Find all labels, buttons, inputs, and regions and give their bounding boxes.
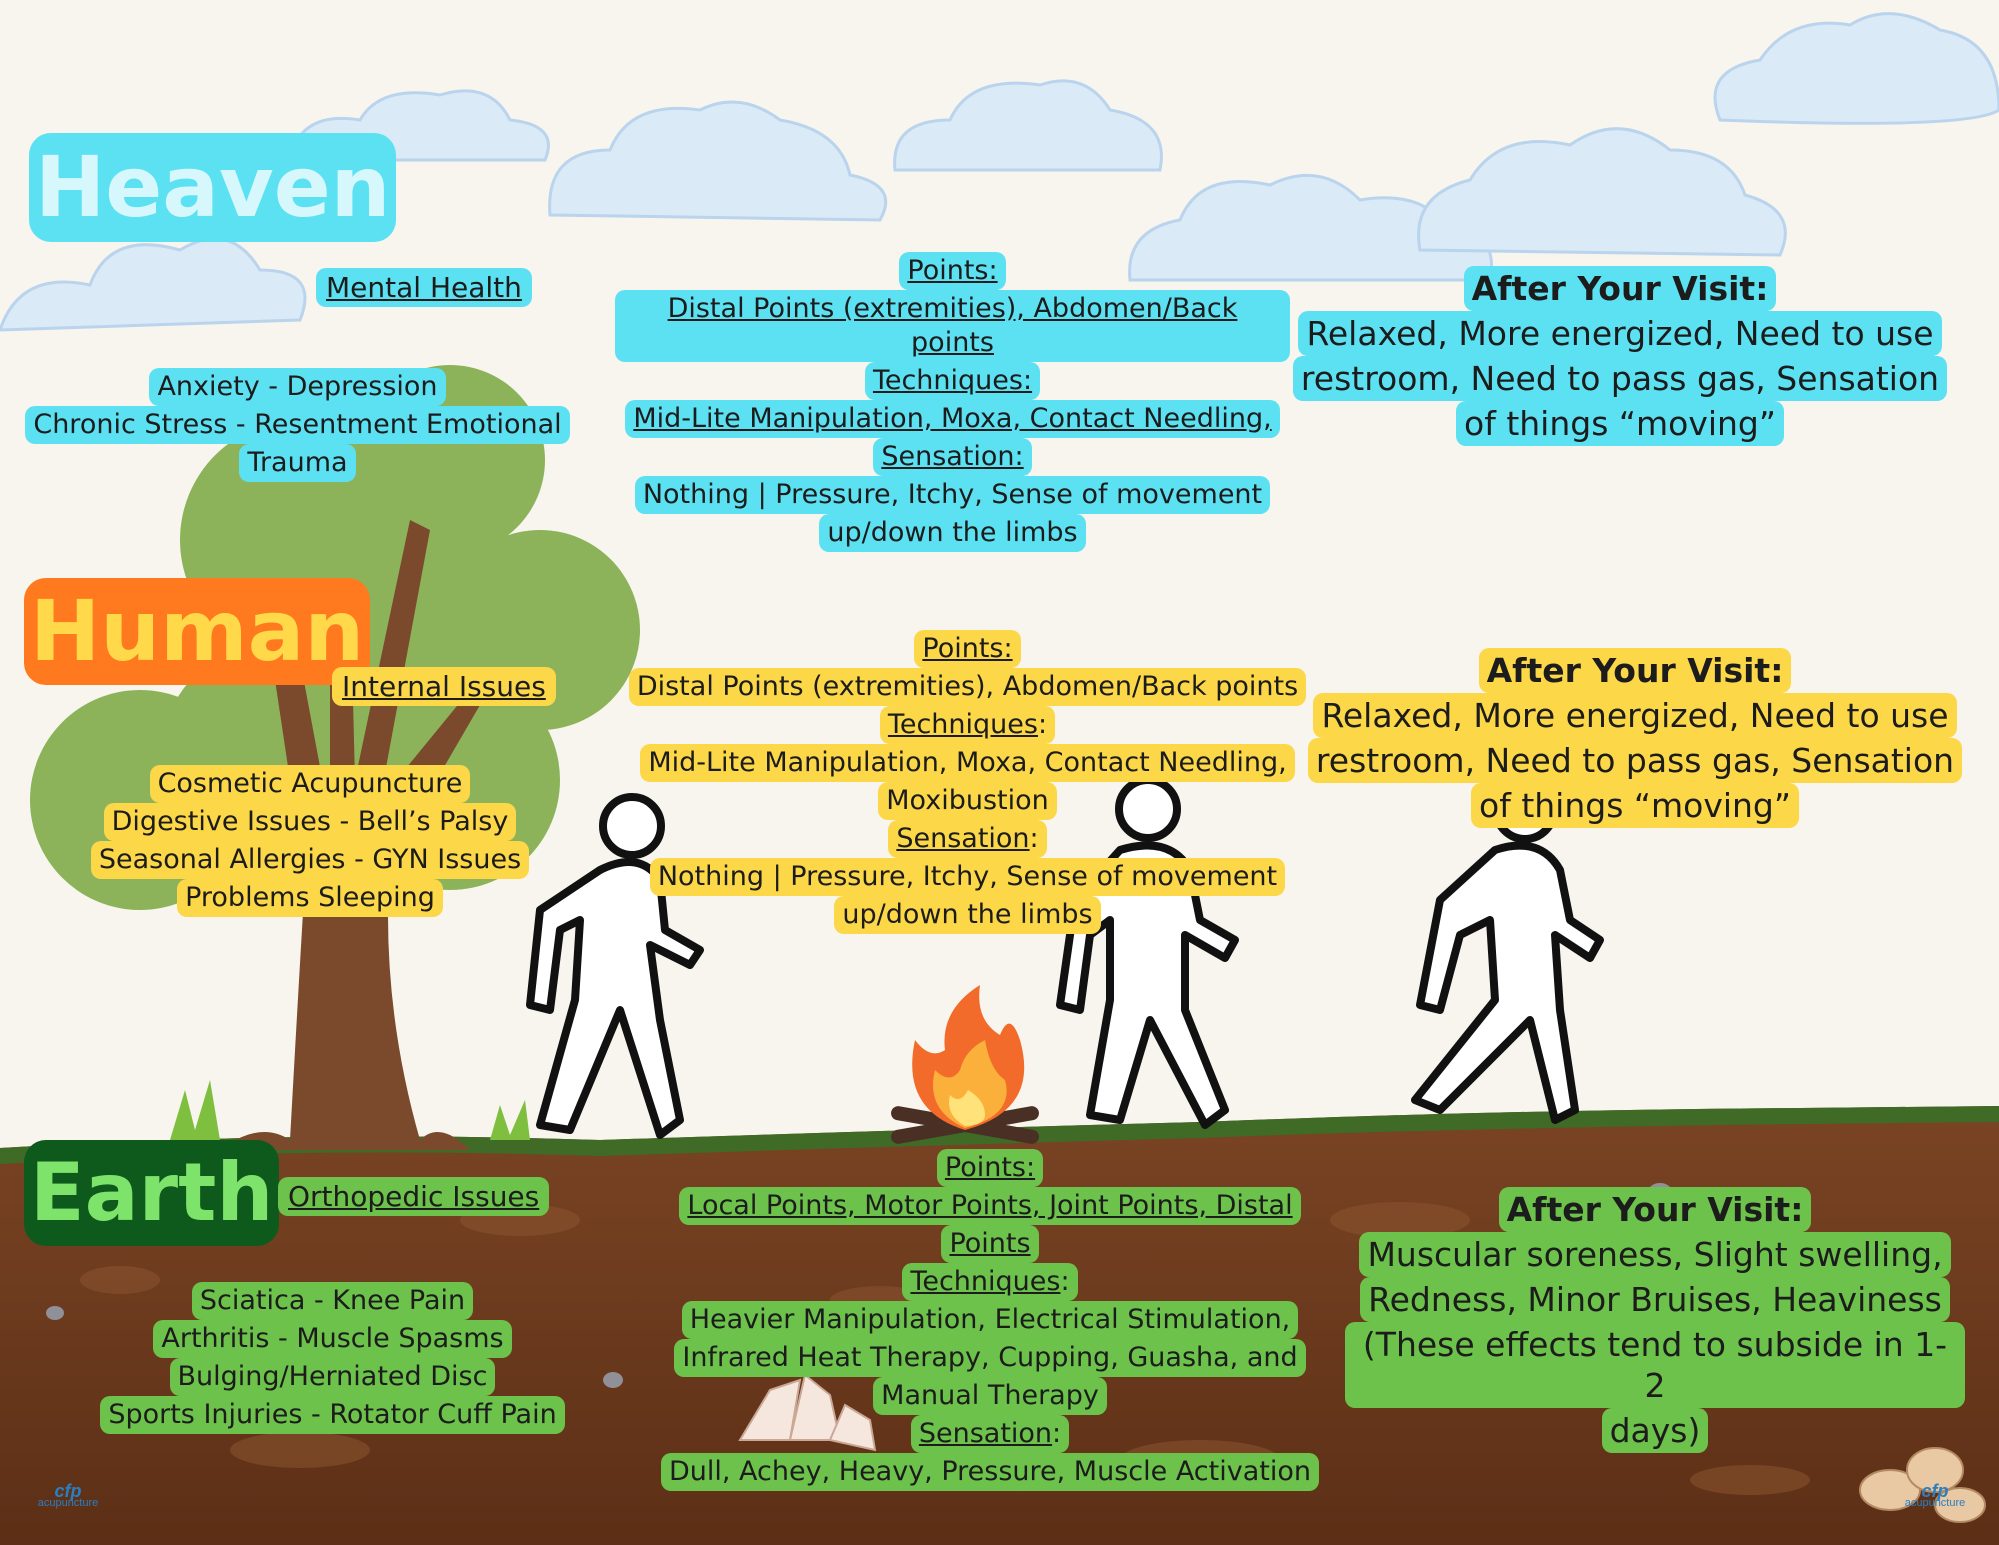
human-category: Internal Issues: [332, 667, 556, 706]
logo-mark: cfp: [54, 1481, 82, 1501]
points-label: Points:: [936, 1149, 1044, 1187]
after-visit-text: (These effects tend to subside in 1-2: [1345, 1322, 1965, 1408]
after-visit-label: After Your Visit:: [1463, 266, 1777, 311]
human-conditions: Cosmetic Acupuncture Digestive Issues - …: [90, 765, 530, 917]
sensation-text: up/down the limbs: [819, 514, 1086, 552]
points-text: Distal Points (extremities), Abdomen/Bac…: [615, 290, 1290, 362]
tree-icon: [30, 365, 640, 1150]
brand-logo: cfp acupuncture: [28, 1481, 108, 1509]
walking-person-icon: [1411, 777, 1604, 1124]
cloud-icon: [548, 100, 888, 222]
after-visit-text: Relaxed, More energized, Need to use: [1298, 311, 1942, 356]
condition-item: Cosmetic Acupuncture: [149, 765, 471, 803]
after-visit-text: restroom, Need to pass gas, Sensation: [1307, 738, 1963, 783]
after-visit-text: Relaxed, More energized, Need to use: [1313, 693, 1957, 738]
heaven-category: Mental Health: [316, 268, 532, 307]
techniques-text: Mid-Lite Manipulation, Moxa, Contact Nee…: [625, 400, 1280, 438]
condition-item: Digestive Issues - Bell’s Palsy: [103, 803, 517, 841]
after-visit-text: of things “moving”: [1456, 401, 1784, 446]
points-text: Local Points, Motor Points, Joint Points…: [679, 1187, 1301, 1225]
heaven-after-visit: After Your Visit: Relaxed, More energize…: [1290, 266, 1950, 446]
condition-item: Sciatica - Knee Pain: [191, 1282, 474, 1320]
techniques-text: Infrared Heat Therapy, Cupping, Guasha, …: [674, 1339, 1306, 1377]
earth-treatment: Points: Local Points, Motor Points, Join…: [655, 1149, 1325, 1491]
techniques-text: Moxibustion: [878, 782, 1057, 820]
logo-mark: cfp: [1921, 1481, 1949, 1501]
techniques-text: Heavier Manipulation, Electrical Stimula…: [681, 1301, 1299, 1339]
earth-conditions: Sciatica - Knee Pain Arthritis - Muscle …: [90, 1282, 575, 1434]
points-text: Points: [941, 1225, 1039, 1263]
rock-icon: [1859, 1447, 1986, 1523]
points-text: Distal Points (extremities), Abdomen/Bac…: [628, 668, 1307, 706]
walking-person-icon: [526, 793, 704, 1139]
points-label: Points:: [899, 252, 1006, 290]
condition-item: Arthritis - Muscle Spasms: [153, 1320, 512, 1358]
condition-item: Bulging/Herniated Disc: [169, 1358, 496, 1396]
points-label: Points:: [914, 630, 1021, 668]
earth-heading: Earth: [24, 1140, 280, 1246]
sensation-label: Sensation: [896, 823, 1030, 854]
human-heading: Human: [24, 578, 371, 685]
heaven-conditions: Anxiety - Depression Chronic Stress - Re…: [20, 368, 575, 482]
sensation-label: Sensation:: [873, 438, 1032, 476]
logo-text: acupuncture: [1904, 1497, 1966, 1509]
brand-logo: cfp acupuncture: [1895, 1481, 1975, 1509]
heaven-heading: Heaven: [29, 133, 397, 242]
condition-item: Trauma: [239, 444, 356, 482]
earth-after-visit: After Your Visit: Muscular soreness, Sli…: [1345, 1187, 1965, 1453]
logo-text: acupuncture: [37, 1497, 99, 1509]
after-visit-text: days): [1601, 1408, 1709, 1453]
condition-item: Chronic Stress - Resentment Emotional: [25, 406, 570, 444]
condition-item: Sports Injuries - Rotator Cuff Pain: [100, 1396, 565, 1434]
techniques-label: Techniques: [910, 1266, 1061, 1297]
condition-item: Problems Sleeping: [177, 879, 443, 917]
cloud-icon: [1713, 12, 1999, 125]
earth-category: Orthopedic Issues: [278, 1177, 550, 1216]
condition-item: Anxiety - Depression: [149, 368, 446, 406]
cloud-icon: [0, 237, 307, 332]
crystal-icon: [738, 1373, 877, 1452]
after-visit-label: After Your Visit:: [1498, 1187, 1812, 1232]
heaven-treatment: Points: Distal Points (extremities), Abd…: [615, 252, 1290, 552]
sensation-text: Nothing | Pressure, Itchy, Sense of move…: [634, 476, 1271, 514]
sensation-text: up/down the limbs: [834, 896, 1101, 934]
sensation-text: Dull, Achey, Heavy, Pressure, Muscle Act…: [660, 1453, 1319, 1491]
techniques-label: Techniques: [887, 709, 1038, 740]
human-treatment: Points: Distal Points (extremities), Abd…: [620, 630, 1315, 934]
sensation-label: Sensation: [918, 1418, 1053, 1449]
after-visit-text: Redness, Minor Bruises, Heaviness: [1360, 1277, 1950, 1322]
techniques-text: Manual Therapy: [873, 1377, 1107, 1415]
techniques-text: Mid-Lite Manipulation, Moxa, Contact Nee…: [640, 744, 1295, 782]
cloud-icon: [1417, 127, 1787, 257]
sensation-text: Nothing | Pressure, Itchy, Sense of move…: [649, 858, 1286, 896]
condition-item: Seasonal Allergies - GYN Issues: [90, 841, 530, 879]
after-visit-label: After Your Visit:: [1478, 648, 1792, 693]
after-visit-text: Muscular soreness, Slight swelling,: [1359, 1232, 1951, 1277]
after-visit-text: restroom, Need to pass gas, Sensation: [1292, 356, 1948, 401]
techniques-label: Techniques:: [864, 362, 1041, 400]
human-after-visit: After Your Visit: Relaxed, More energize…: [1305, 648, 1965, 828]
campfire-icon: [891, 985, 1039, 1144]
after-visit-text: of things “moving”: [1471, 783, 1799, 828]
cloud-icon: [893, 79, 1163, 172]
